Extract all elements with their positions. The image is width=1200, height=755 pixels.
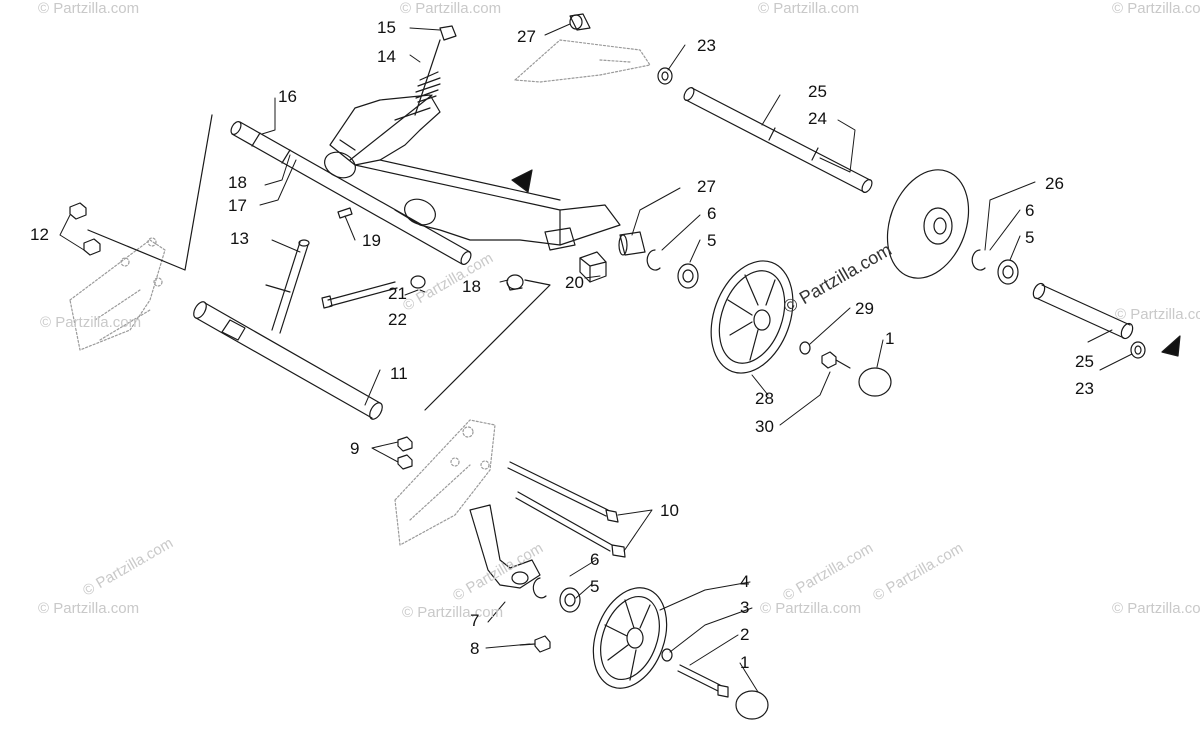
bushing-27-mid bbox=[618, 231, 646, 256]
callout-6[interactable]: 6 bbox=[1025, 201, 1035, 220]
spacer-25-right bbox=[1032, 282, 1134, 340]
cap-1-upper bbox=[858, 367, 892, 397]
cap-1-lower bbox=[735, 690, 769, 720]
bolt-2 bbox=[677, 664, 729, 698]
snap-ring-6-mid bbox=[646, 249, 661, 271]
callout-25[interactable]: 25 bbox=[1075, 352, 1094, 371]
callout-6[interactable]: 6 bbox=[707, 204, 717, 223]
washer-23-upper bbox=[657, 67, 673, 85]
callout-11[interactable]: 11 bbox=[390, 364, 408, 383]
spring-cap bbox=[439, 25, 457, 41]
callout-27[interactable]: 27 bbox=[697, 177, 716, 196]
callout-27[interactable]: 27 bbox=[517, 27, 536, 46]
nut-pair-12 bbox=[69, 202, 101, 256]
leader-line-frame bbox=[87, 114, 213, 271]
callout-6[interactable]: 6 bbox=[590, 550, 600, 569]
shaft-upper bbox=[230, 121, 472, 265]
callout-leaders bbox=[59, 23, 1133, 693]
frame-bracket-lower bbox=[394, 419, 496, 546]
callout-16[interactable]: 16 bbox=[278, 87, 297, 106]
callout-20[interactable]: 20 bbox=[565, 273, 584, 292]
callout-3[interactable]: 3 bbox=[740, 598, 750, 617]
callout-17[interactable]: 17 bbox=[228, 196, 247, 215]
snap-ring-6-lower bbox=[532, 577, 547, 599]
callout-1[interactable]: 1 bbox=[885, 329, 895, 348]
callout-25[interactable]: 25 bbox=[808, 82, 827, 101]
callout-13[interactable]: 13 bbox=[230, 229, 249, 248]
leader-line-frame-lower bbox=[424, 279, 551, 411]
callout-9[interactable]: 9 bbox=[350, 439, 360, 458]
block-20 bbox=[579, 251, 607, 283]
callout-4[interactable]: 4 bbox=[740, 572, 750, 591]
callout-2[interactable]: 2 bbox=[740, 625, 750, 644]
bushing-27-upper bbox=[569, 13, 591, 31]
bushing-18-lower bbox=[506, 274, 524, 291]
callout-5[interactable]: 5 bbox=[707, 231, 717, 250]
frame-bracket-upper bbox=[69, 237, 166, 351]
arrow-marker-right bbox=[1161, 335, 1181, 357]
callout-26[interactable]: 26 bbox=[1045, 174, 1064, 193]
callout-8[interactable]: 8 bbox=[470, 639, 480, 658]
callout-1[interactable]: 1 bbox=[740, 653, 750, 672]
idler-wheel-28 bbox=[710, 260, 794, 374]
idler-wheel-26 bbox=[886, 169, 970, 279]
callout-21[interactable]: 21 bbox=[388, 284, 407, 303]
pivot-bracket-7 bbox=[469, 504, 541, 589]
set-screw-19 bbox=[337, 207, 353, 219]
callout-7[interactable]: 7 bbox=[470, 611, 480, 630]
callout-28[interactable]: 28 bbox=[755, 389, 774, 408]
bearing-5-lower bbox=[559, 587, 581, 613]
washer-3 bbox=[661, 648, 673, 662]
callout-29[interactable]: 29 bbox=[855, 299, 874, 318]
spring bbox=[349, 39, 441, 161]
swing-arm bbox=[324, 94, 621, 251]
bolt-22 bbox=[321, 281, 398, 309]
frame-rail-upper bbox=[514, 39, 651, 83]
washer-29 bbox=[799, 341, 811, 355]
callout-23[interactable]: 23 bbox=[697, 36, 716, 55]
callout-22[interactable]: 22 bbox=[388, 310, 407, 329]
idler-wheel-4 bbox=[592, 587, 668, 689]
nut-pair-9 bbox=[397, 436, 413, 470]
callout-14[interactable]: 14 bbox=[377, 47, 396, 66]
pivot-tube-13 bbox=[265, 239, 310, 334]
callout-5[interactable]: 5 bbox=[1025, 228, 1035, 247]
callout-18[interactable]: 18 bbox=[228, 173, 247, 192]
bolt-30 bbox=[821, 351, 851, 369]
bearing-5-right bbox=[997, 259, 1019, 285]
callout-10[interactable]: 10 bbox=[660, 501, 679, 520]
long-shaft-11 bbox=[193, 301, 383, 420]
callout-12[interactable]: 12 bbox=[30, 225, 49, 244]
bearing-5-mid bbox=[677, 263, 699, 289]
callout-30[interactable]: 30 bbox=[755, 417, 774, 436]
callout-24[interactable]: 24 bbox=[808, 109, 827, 128]
arrow-marker-left bbox=[511, 169, 533, 193]
callout-5[interactable]: 5 bbox=[590, 577, 600, 596]
callout-15[interactable]: 15 bbox=[377, 18, 396, 37]
callout-19[interactable]: 19 bbox=[362, 231, 381, 250]
callout-23[interactable]: 23 bbox=[1075, 379, 1094, 398]
axle-24 bbox=[683, 87, 873, 193]
snap-ring-6-right bbox=[971, 249, 986, 271]
washer-23-right bbox=[1130, 341, 1146, 359]
callout-18[interactable]: 18 bbox=[462, 277, 481, 296]
bolt-pair-10 bbox=[507, 461, 626, 558]
washer-21 bbox=[410, 275, 426, 289]
